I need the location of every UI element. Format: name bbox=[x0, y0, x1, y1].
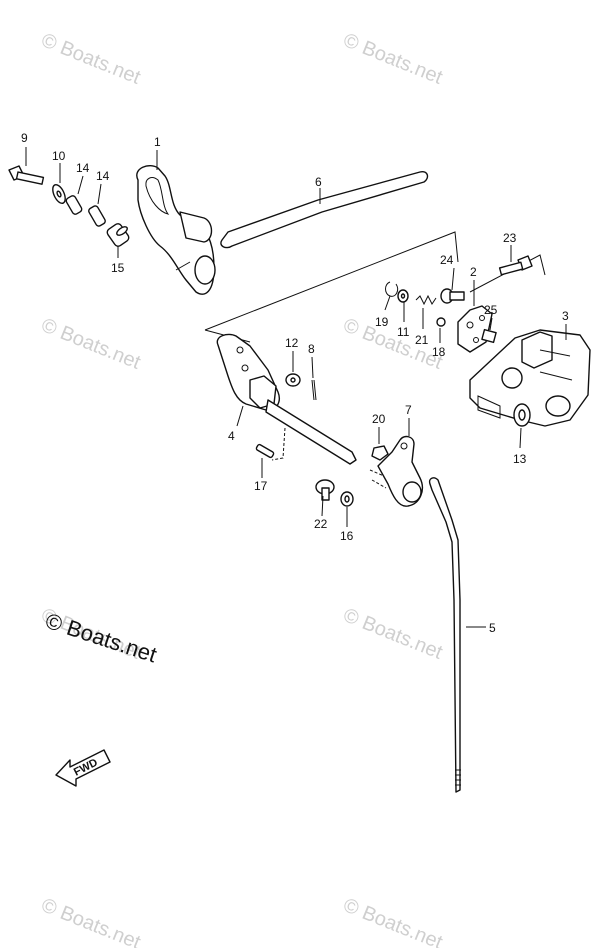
part-21-spring bbox=[415, 294, 437, 306]
callout-13: 13 bbox=[513, 452, 527, 466]
callout-18: 18 bbox=[432, 345, 446, 359]
callout-labels: 9 10 14 14 15 1 6 24 2 23 3 19 11 21 18 … bbox=[21, 131, 569, 635]
callout-6: 6 bbox=[315, 175, 322, 189]
part-25-block bbox=[481, 328, 497, 344]
callout-25: 25 bbox=[484, 303, 498, 317]
part-8-cotter-pin bbox=[311, 379, 317, 401]
callout-9: 9 bbox=[21, 131, 28, 145]
callout-23: 23 bbox=[503, 231, 517, 245]
part-15-collar bbox=[106, 223, 130, 247]
callout-2: 2 bbox=[470, 265, 477, 279]
part-1-shift-lever bbox=[136, 164, 216, 295]
watermark-text: © Boats.net bbox=[38, 29, 144, 89]
part-10-washer bbox=[52, 183, 66, 205]
part-4-lever bbox=[216, 333, 357, 465]
callout-14: 14 bbox=[76, 161, 90, 175]
watermark-text: © Boats.net bbox=[340, 604, 446, 664]
copyright-text: © Boats.net bbox=[42, 608, 159, 667]
leader-lines bbox=[25, 147, 567, 628]
part-22-bolt bbox=[315, 479, 335, 501]
part-5-rod bbox=[428, 477, 461, 793]
guide-line bbox=[271, 427, 286, 461]
part-11-washer bbox=[397, 289, 409, 303]
fwd-arrow-icon: FWD bbox=[55, 749, 111, 787]
callout-20: 20 bbox=[372, 412, 386, 426]
part-6-rod bbox=[220, 170, 429, 249]
watermark-text: © Boats.net bbox=[340, 894, 446, 948]
callout-15: 15 bbox=[111, 261, 125, 275]
part-2-plate bbox=[457, 305, 493, 353]
part-12-washer bbox=[285, 373, 301, 387]
callout-11: 11 bbox=[397, 325, 410, 339]
callout-1: 1 bbox=[154, 135, 161, 149]
part-9-bolt bbox=[8, 165, 45, 185]
part-3-housing bbox=[469, 329, 591, 427]
callout-4: 4 bbox=[228, 429, 235, 443]
callout-14: 14 bbox=[96, 169, 110, 183]
watermark-text: © Boats.net bbox=[340, 314, 446, 374]
part-19-clip bbox=[385, 281, 399, 297]
part-7-lever bbox=[369, 435, 424, 507]
watermark-text: © Boats.net bbox=[340, 29, 446, 89]
fwd-label: FWD bbox=[72, 757, 100, 779]
callout-7: 7 bbox=[405, 403, 412, 417]
callout-10: 10 bbox=[52, 149, 66, 163]
watermark-text: © Boats.net bbox=[38, 314, 144, 374]
callout-5: 5 bbox=[489, 621, 496, 635]
callout-8: 8 bbox=[308, 342, 315, 356]
callout-21: 21 bbox=[415, 333, 429, 347]
callout-3: 3 bbox=[562, 309, 569, 323]
callout-22: 22 bbox=[314, 517, 328, 531]
callout-16: 16 bbox=[340, 529, 354, 543]
watermark-layer: © Boats.net © Boats.net © Boats.net © Bo… bbox=[38, 29, 446, 948]
part-13-washer bbox=[513, 403, 531, 427]
callout-19: 19 bbox=[375, 315, 389, 329]
part-18-ball bbox=[436, 317, 446, 327]
part-16-bushing bbox=[340, 491, 354, 507]
watermark-text: © Boats.net bbox=[38, 894, 144, 948]
part-24-bolt bbox=[440, 288, 465, 304]
callout-17: 17 bbox=[254, 479, 268, 493]
part-23-bolt bbox=[498, 255, 533, 276]
part-14-bushing bbox=[65, 195, 106, 227]
callout-12: 12 bbox=[285, 336, 299, 350]
part-17-pin bbox=[255, 443, 275, 459]
part-20-nut bbox=[371, 445, 389, 461]
callout-24: 24 bbox=[440, 253, 454, 267]
